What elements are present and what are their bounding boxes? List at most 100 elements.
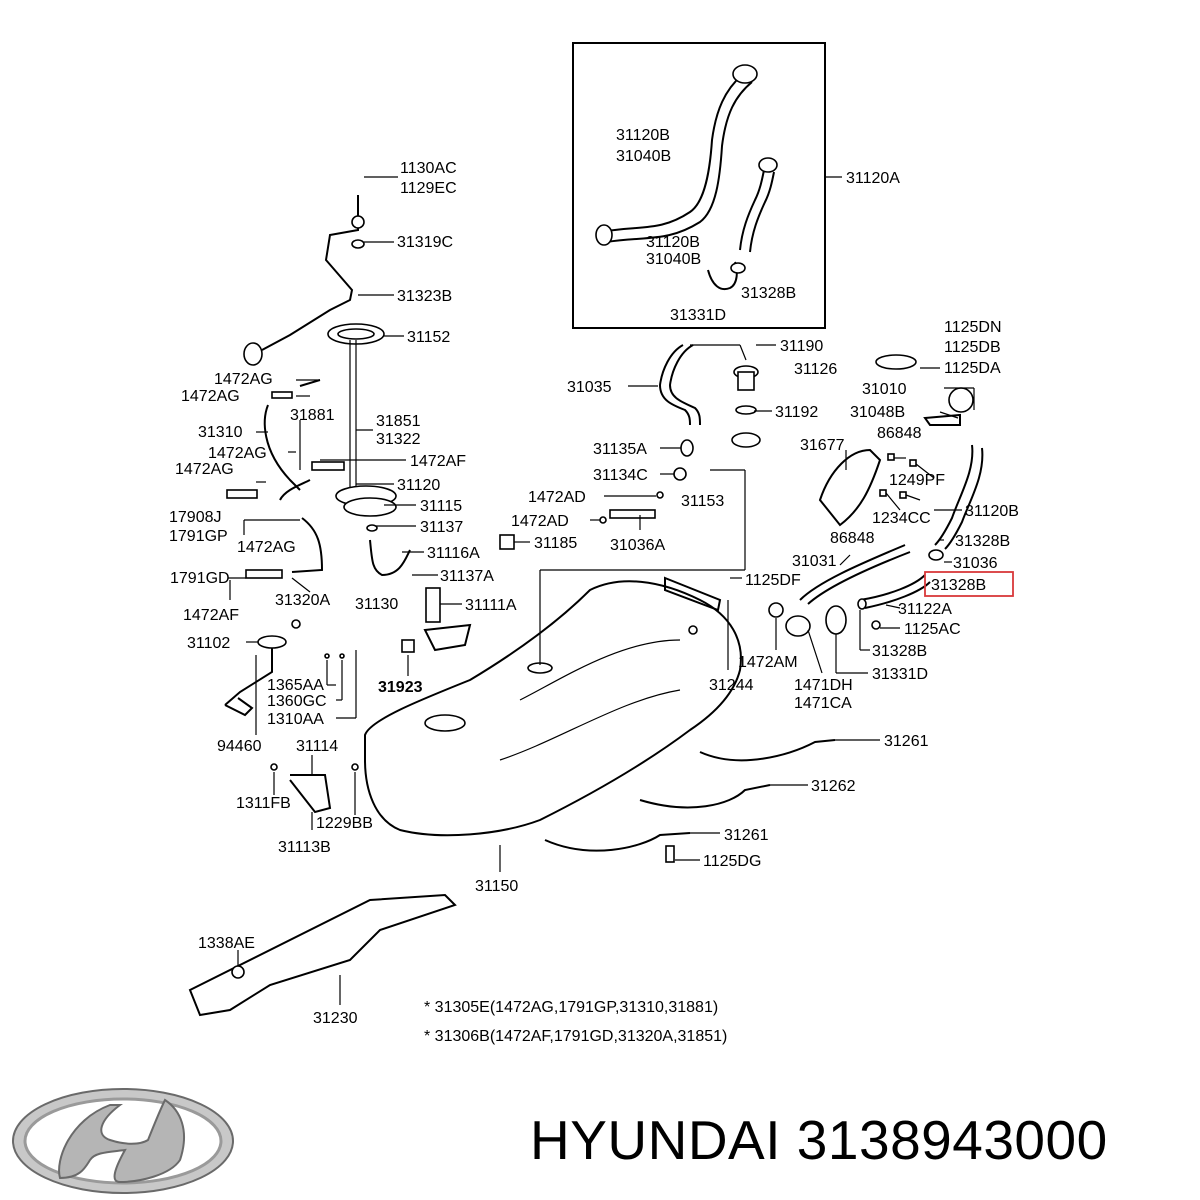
- label-31115: 31115: [420, 498, 462, 515]
- label-31331d: 31331D: [872, 666, 928, 683]
- label-31677: 31677: [800, 437, 845, 454]
- label-31310: 31310: [198, 424, 243, 441]
- tank-strap-1: [699, 739, 836, 762]
- kit-note-2: * 31306B(1472AF,1791GD,31320A,31851): [424, 1028, 727, 1045]
- label-31244: 31244: [709, 677, 754, 694]
- label-1471ca: 1471CA: [794, 695, 852, 712]
- label-1129ec: 1129EC: [400, 180, 457, 197]
- label-31152: 31152: [407, 329, 450, 346]
- label-31040b: 31040B: [646, 251, 701, 268]
- label-94460: 94460: [217, 738, 262, 755]
- label-31036a: 31036A: [610, 537, 665, 554]
- label-1472ad: 1472AD: [511, 513, 569, 530]
- label-17908j: 17908J: [169, 509, 222, 526]
- label-31120: 31120: [397, 477, 440, 494]
- label-1125ac: 1125AC: [904, 621, 961, 638]
- label-1472ag: 1472AG: [181, 388, 240, 405]
- fuel-tank: [364, 580, 742, 837]
- label-31120a: 31120A: [846, 170, 900, 187]
- label-31319c: 31319C: [397, 234, 453, 251]
- label-1472ag: 1472AG: [214, 371, 273, 388]
- label-31113b: 31113B: [278, 839, 331, 856]
- label-31120b: 31120B: [616, 127, 670, 144]
- fuel-pump: [425, 587, 441, 623]
- label-31122a: 31122A: [898, 601, 952, 618]
- hyundai-logo-icon: [12, 1088, 234, 1194]
- label-31048b: 31048B: [850, 404, 905, 421]
- clip-part: [401, 639, 415, 653]
- label-31153: 31153: [681, 493, 724, 510]
- label-31192: 31192: [775, 404, 818, 421]
- tank-strap-3: [544, 832, 691, 852]
- label-31114: 31114: [296, 738, 338, 755]
- label-1130ac: 1130AC: [400, 160, 457, 177]
- label-31328b: 31328B: [741, 285, 796, 302]
- label-1125df: 1125DF: [745, 572, 801, 589]
- heat-shield: [818, 448, 882, 527]
- label-31881: 31881: [290, 407, 335, 424]
- label-1338ae: 1338AE: [198, 935, 255, 952]
- filler-pipe: [934, 444, 974, 546]
- label-31322: 31322: [376, 431, 421, 448]
- label-31137: 31137: [420, 519, 463, 536]
- label-1791gp: 1791GP: [169, 528, 228, 545]
- label-31851: 31851: [376, 413, 421, 430]
- label-1472af: 1472AF: [410, 453, 466, 470]
- label-31040b: 31040B: [616, 148, 671, 165]
- label-1125dn: 1125DN: [944, 319, 1002, 336]
- label-31261: 31261: [884, 733, 929, 750]
- label-31185: 31185: [534, 535, 577, 552]
- label-31130: 31130: [355, 596, 398, 613]
- label-1125da: 1125DA: [944, 360, 1001, 377]
- vent-pipe: [261, 195, 359, 351]
- label-31328b-highlighted: 31328B: [931, 577, 986, 594]
- label-1125dg: 1125DG: [703, 853, 761, 870]
- breather-pipe: [658, 344, 691, 426]
- brand-part-number: HYUNDAI 3138943000: [530, 1109, 1108, 1171]
- label-31331d: 31331D: [670, 307, 726, 324]
- label-31135a: 31135A: [593, 441, 647, 458]
- part-labels: 1130AC 1129EC 31319C 31323B 31152 1472AG…: [169, 127, 1019, 1027]
- label-31190: 31190: [780, 338, 823, 355]
- label-31134c: 31134C: [593, 467, 648, 484]
- label-31328b: 31328B: [955, 533, 1010, 550]
- label-31323b: 31323B: [397, 288, 452, 305]
- label-31035: 31035: [567, 379, 612, 396]
- label-1229bb: 1229BB: [316, 815, 373, 832]
- label-1472ag: 1472AG: [237, 539, 296, 556]
- label-31328b: 31328B: [872, 643, 927, 660]
- label-31261: 31261: [724, 827, 769, 844]
- kit-note-1: * 31305E(1472AG,1791GP,31310,31881): [424, 999, 718, 1016]
- label-31126: 31126: [794, 361, 837, 378]
- label-31262: 31262: [811, 778, 856, 795]
- label-31137a: 31137A: [440, 568, 494, 585]
- label-1311fb: 1311FB: [236, 795, 291, 812]
- label-1234cc: 1234CC: [872, 510, 931, 527]
- label-31120b: 31120B: [646, 234, 700, 251]
- label-31102: 31102: [187, 635, 230, 652]
- label-86848: 86848: [830, 530, 875, 547]
- inset-box: [572, 42, 826, 329]
- label-1471dh: 1471DH: [794, 677, 853, 694]
- label-31031: 31031: [792, 553, 837, 570]
- filler-pipe-upper: [599, 74, 743, 233]
- label-1365aa: 1365AA: [267, 677, 324, 694]
- leader-lines: [228, 176, 975, 1005]
- label-31923: 31923: [378, 679, 423, 696]
- label-1472ad: 1472AD: [528, 489, 586, 506]
- label-31320a: 31320A: [275, 592, 330, 609]
- label-1310aa: 1310AA: [267, 711, 324, 728]
- label-86848: 86848: [877, 425, 922, 442]
- tank-strap-2: [639, 784, 771, 809]
- label-1472ag: 1472AG: [175, 461, 234, 478]
- skid-plate: [188, 893, 457, 1017]
- label-1791gd: 1791GD: [170, 570, 230, 587]
- label-31230: 31230: [313, 1010, 358, 1027]
- label-31116a: 31116A: [427, 545, 480, 562]
- filler-hose: [799, 544, 906, 601]
- label-1125db: 1125DB: [944, 339, 1001, 356]
- label-31010: 31010: [862, 381, 907, 398]
- label-1472ag: 1472AG: [208, 445, 267, 462]
- label-31111a: 31111A: [465, 597, 517, 614]
